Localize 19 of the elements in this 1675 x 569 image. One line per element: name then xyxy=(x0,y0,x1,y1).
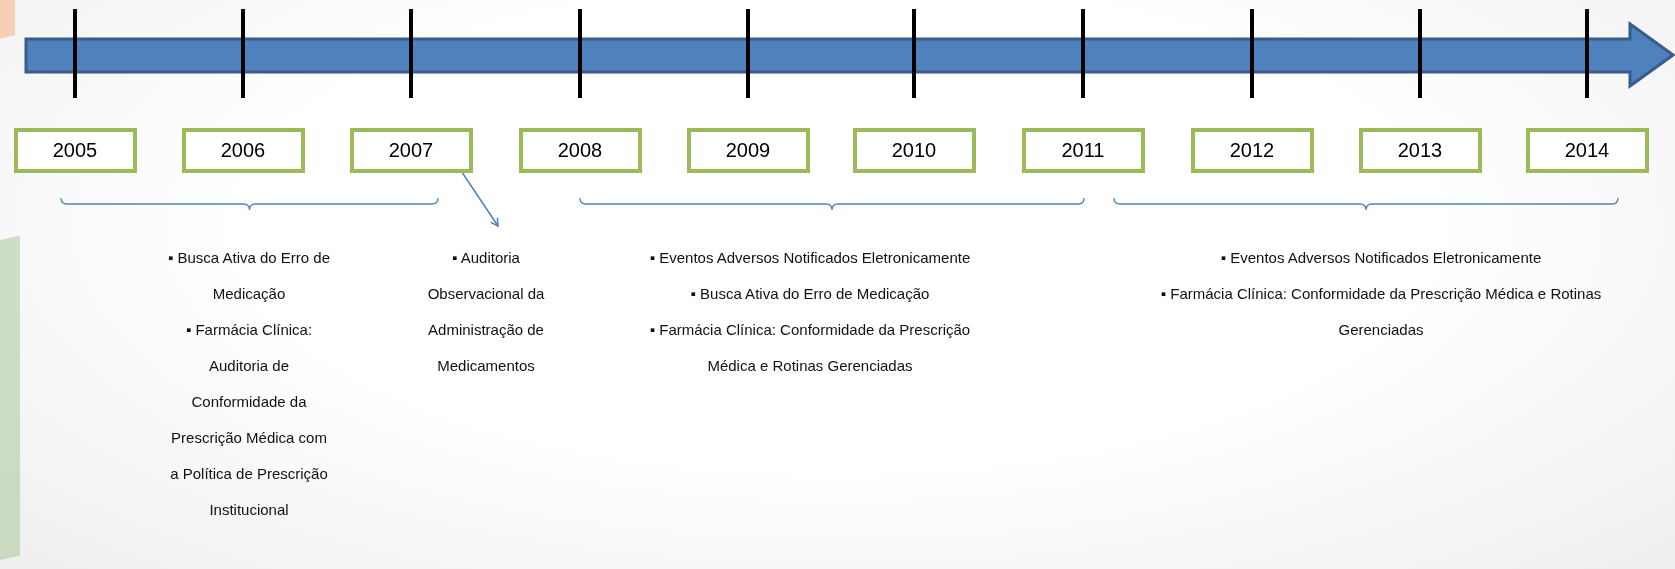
milestone-text: ▪ Farmácia Clínica: Conformidade da Prescrição Médica e Rotinas Gerenciadas xyxy=(648,320,972,376)
milestone-text: ▪ Farmácia Clínica: Auditoria de Conformidade da Prescrição Médica com a Política de Prescrição Institucional xyxy=(169,320,329,520)
year-box: 2010 xyxy=(852,128,976,173)
year-box: 2009 xyxy=(686,128,810,173)
year-box: 2013 xyxy=(1358,128,1482,173)
arrow xyxy=(461,172,499,227)
year-box: 2005 xyxy=(13,128,137,173)
year-box: 2012 xyxy=(1190,128,1314,173)
year-box: 2014 xyxy=(1525,128,1649,173)
year-box: 2011 xyxy=(1021,128,1145,173)
milestone-text: ▪ Eventos Adversos Notificados Eletronicamente xyxy=(648,248,972,268)
year-box: 2007 xyxy=(349,128,473,173)
milestone-text: ▪ Farmácia Clínica: Conformidade da Prescrição Médica e Rotinas Gerenciadas xyxy=(1159,284,1603,340)
milestone-text: ▪ Busca Ativa do Erro de Medicação xyxy=(166,248,332,304)
year-box: 2008 xyxy=(518,128,642,173)
year-box: 2006 xyxy=(181,128,305,173)
milestone-text: ▪ Eventos Adversos Notificados Eletronicamente xyxy=(1219,248,1543,268)
milestone-text: ▪ Auditoria Observacional da Administração de Medicamentos xyxy=(411,240,561,384)
milestone-text: ▪ Busca Ativa do Erro de Medicação xyxy=(689,284,931,304)
